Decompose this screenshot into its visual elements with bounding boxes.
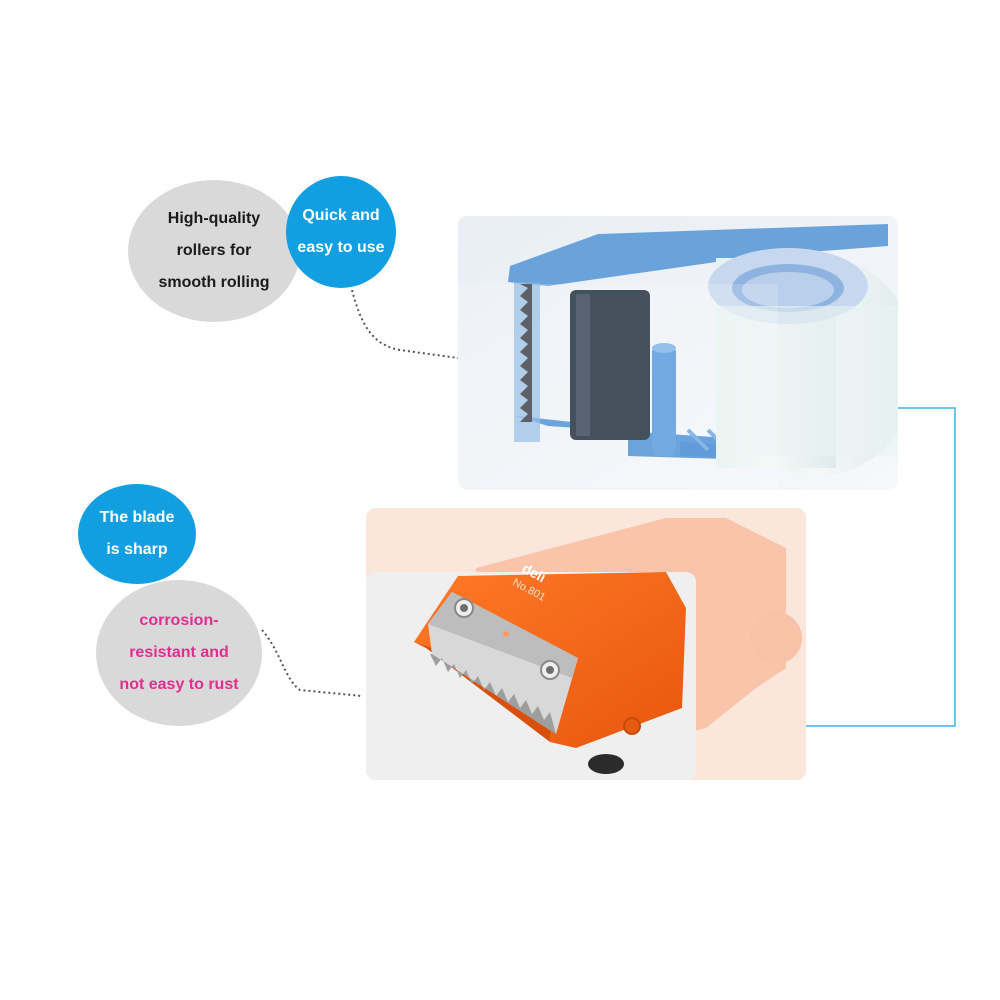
blue-connector-line bbox=[784, 407, 956, 727]
callout-easy-line1: Quick and bbox=[302, 207, 380, 224]
photo-blue-dispenser bbox=[458, 216, 898, 490]
photo-orange-dispenser: deli No.801 bbox=[366, 508, 806, 780]
dotted-connector-bottom bbox=[261, 629, 363, 697]
callout-corrosion-line2: resistant and bbox=[129, 644, 229, 661]
callout-blade-line1: The blade bbox=[99, 509, 175, 526]
callout-easy-line2: easy to use bbox=[297, 239, 385, 256]
dotted-connector-top bbox=[351, 289, 459, 359]
callout-blade-sharp: The blade is sharp bbox=[78, 484, 196, 584]
callout-corrosion-line3: not easy to rust bbox=[119, 676, 239, 693]
callout-rollers-line2: rollers for bbox=[176, 242, 252, 259]
callout-rollers-line1: High-quality bbox=[167, 210, 261, 227]
callout-rollers: High-quality rollers for smooth rolling bbox=[128, 180, 300, 322]
callout-blade-line2: is sharp bbox=[106, 541, 168, 558]
callout-rollers-line3: smooth rolling bbox=[158, 274, 270, 291]
callout-corrosion-line1: corrosion- bbox=[139, 612, 219, 629]
callout-corrosion-resistant: corrosion- resistant and not easy to rus… bbox=[96, 580, 262, 726]
callout-easy-to-use: Quick and easy to use bbox=[286, 176, 396, 288]
